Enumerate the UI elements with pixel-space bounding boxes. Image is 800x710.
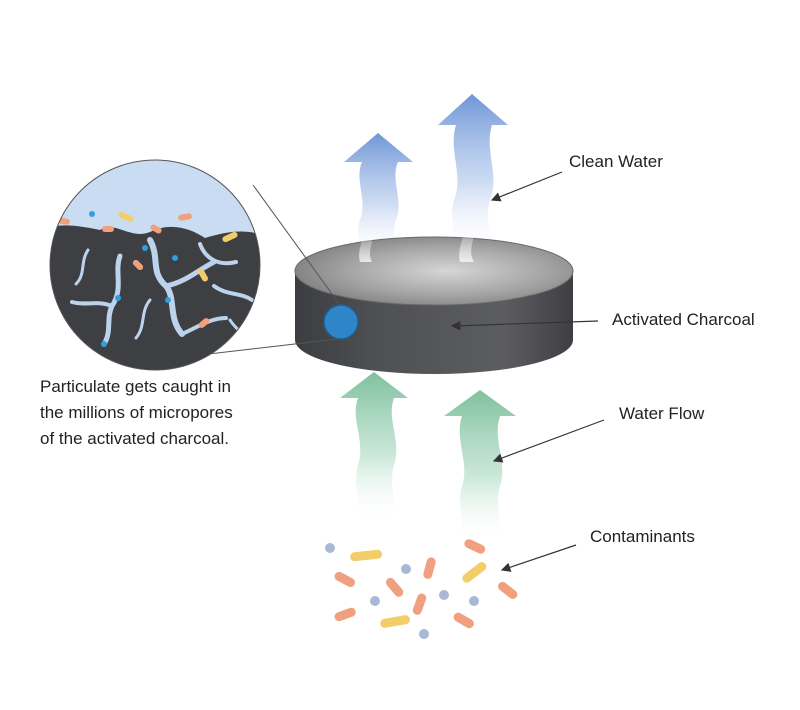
particle-blue bbox=[101, 341, 107, 347]
clean-water-arrow-right bbox=[438, 94, 508, 256]
particle-gray bbox=[401, 564, 411, 574]
connector-line-bottom bbox=[199, 338, 339, 356]
particle-orange bbox=[334, 607, 356, 622]
particle-yellow bbox=[350, 549, 382, 562]
water-flow-arrow-left bbox=[340, 372, 408, 522]
particle-yellow bbox=[118, 211, 134, 223]
steam-wisp bbox=[359, 228, 373, 262]
particle-orange bbox=[423, 557, 436, 579]
label-contaminants: Contaminants bbox=[590, 527, 695, 546]
label-activated-charcoal: Activated Charcoal bbox=[612, 310, 755, 329]
clean-water-arrow-left bbox=[344, 133, 413, 262]
charcoal-disc-rim bbox=[294, 236, 574, 306]
particle-blue bbox=[255, 225, 260, 231]
particle-orange bbox=[150, 224, 162, 234]
clean-water-leader bbox=[490, 171, 563, 202]
particle-yellow bbox=[222, 231, 238, 243]
label-clean-water: Clean Water bbox=[569, 152, 663, 171]
particle-orange bbox=[198, 318, 210, 328]
particle-blue bbox=[165, 297, 171, 303]
caption-line-3: of the activated charcoal. bbox=[40, 429, 230, 448]
particle-orange bbox=[334, 571, 356, 587]
particle-gray bbox=[419, 629, 429, 639]
particle-orange bbox=[385, 577, 404, 597]
particle-yellow bbox=[198, 268, 208, 282]
magnifier-circle bbox=[44, 159, 261, 371]
particle-orange bbox=[412, 593, 427, 615]
caption-line-1: Particulate gets caught in bbox=[40, 377, 231, 396]
particle-blue bbox=[142, 245, 148, 251]
contaminants-leader bbox=[500, 544, 577, 572]
particle-gray bbox=[439, 590, 449, 600]
connector-line-top bbox=[252, 184, 341, 306]
particle-blue bbox=[44, 235, 50, 241]
charcoal-disc bbox=[294, 222, 574, 374]
particle-blue bbox=[115, 295, 121, 301]
particle-yellow bbox=[462, 562, 487, 583]
water-flow-leader bbox=[492, 419, 605, 463]
particle-blue bbox=[172, 255, 178, 261]
label-water-flow: Water Flow bbox=[619, 404, 705, 423]
magnified-spot bbox=[323, 304, 359, 340]
particle-orange bbox=[178, 213, 192, 221]
activated-charcoal-leader bbox=[450, 320, 599, 331]
particle-gray bbox=[370, 596, 380, 606]
particle-gray bbox=[325, 543, 335, 553]
micropore-caption: Particulate gets caught in the millions … bbox=[40, 374, 233, 452]
water-flow-arrows bbox=[340, 372, 516, 545]
magnifier-connectors bbox=[199, 184, 341, 356]
particle-orange bbox=[102, 226, 114, 232]
particle-orange bbox=[132, 259, 144, 271]
magnified-particles bbox=[44, 211, 260, 347]
steam-wisp bbox=[459, 222, 475, 262]
particle-gray bbox=[469, 596, 479, 606]
particle-blue bbox=[89, 211, 95, 217]
water-flow-arrow-right bbox=[444, 390, 516, 545]
caption-line-2: the millions of micropores bbox=[40, 403, 233, 422]
particle-orange bbox=[464, 539, 486, 554]
particle-orange bbox=[498, 581, 518, 599]
particle-orange bbox=[453, 612, 474, 629]
clean-water-arrows bbox=[344, 94, 508, 262]
particle-yellow bbox=[380, 615, 410, 628]
leader-arrows bbox=[450, 171, 605, 572]
contaminant-particles bbox=[325, 539, 518, 639]
